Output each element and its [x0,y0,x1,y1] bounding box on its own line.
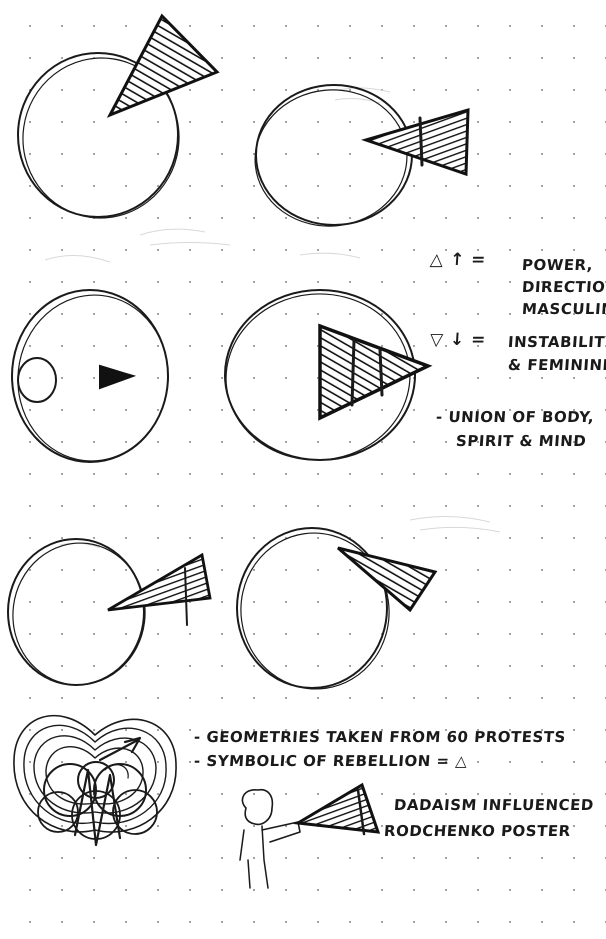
note-power: power, [521,256,593,274]
sketch-1 [13,16,217,228]
note-geometries: - geometries taken from 60 protests [193,728,566,746]
triangle-shape [366,110,468,174]
note-feminine: & feminine [507,356,606,374]
sketch-4 [219,286,428,467]
note-down-symbols: ▽ ↓ = [429,330,486,350]
sketch-6 [231,523,435,698]
triangle-shape [320,326,428,418]
triangle-shape [110,16,217,115]
sketch-3 [10,288,177,469]
note-union-2: spirit & mind [455,432,587,450]
sketch-7-loops [14,716,176,845]
note-dadaism-2: rodchenko poster [383,822,571,840]
sketch-2 [248,82,468,233]
note-masculine: masculine [521,300,606,318]
note-direction: direction [521,278,606,296]
note-instability: instability [507,333,606,351]
note-up-symbols: △ ↑ = [429,250,486,270]
triangle-shape [100,366,133,388]
note-dadaism-1: dadaism influenced [393,796,594,814]
triangle-shape [108,555,210,610]
triangle-shape [298,785,378,832]
sketch-8-figure [240,785,378,888]
note-symbolic: - symbolic of rebellion = △ [193,752,468,770]
sketch-5 [5,535,210,692]
note-union-1: - union of body, [435,408,594,426]
